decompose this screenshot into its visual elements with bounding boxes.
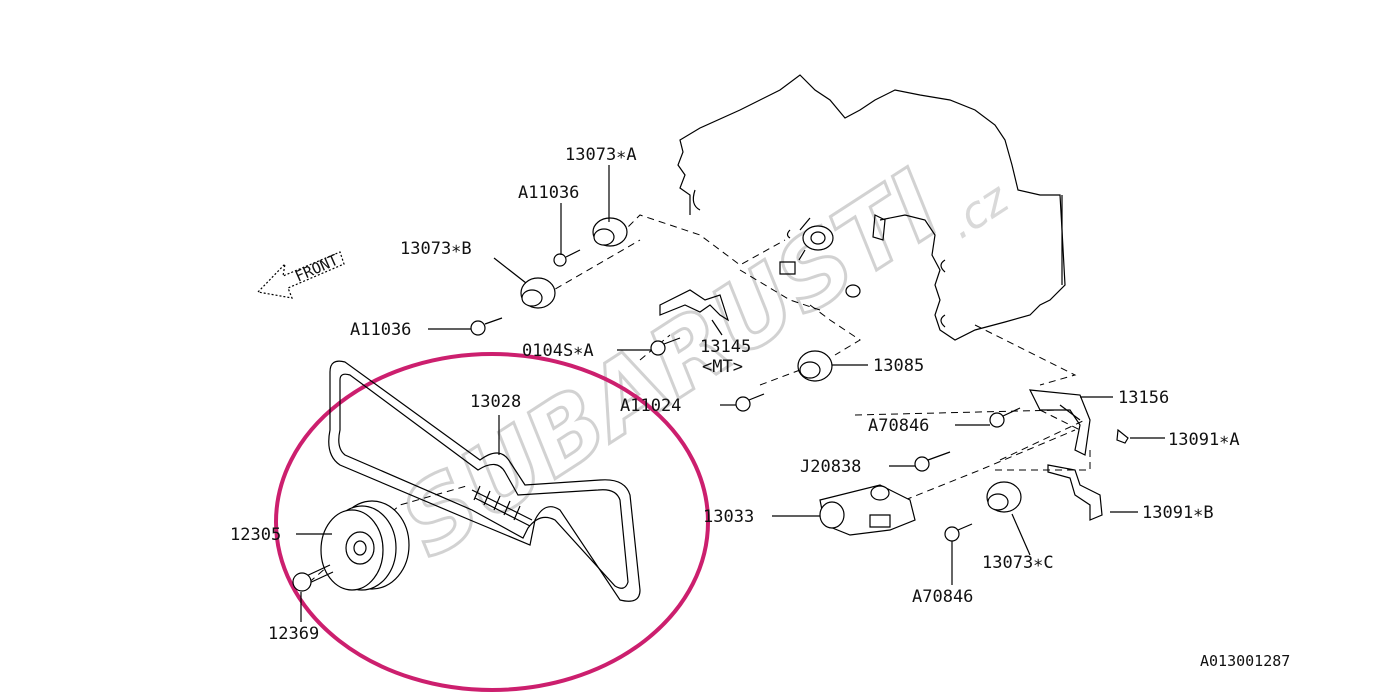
label-0104s: 0104S∗A bbox=[522, 341, 594, 361]
bolt-0104s bbox=[650, 337, 681, 356]
idler-13085 bbox=[797, 350, 833, 382]
idler-13073c bbox=[986, 481, 1022, 513]
label-13091a: 13091∗A bbox=[1168, 430, 1240, 450]
label-13156: 13156 bbox=[1118, 388, 1169, 408]
clip-13091a bbox=[1116, 428, 1129, 444]
label-12369: 12369 bbox=[268, 624, 319, 644]
callouts: 13073∗A A11036 13073∗B A11036 0104S∗A 13… bbox=[230, 145, 1240, 644]
belt-teeth bbox=[471, 485, 533, 527]
front-label: FRONT bbox=[292, 251, 341, 286]
bolt-a11036-top bbox=[553, 249, 581, 267]
label-a70846-top: A70846 bbox=[868, 416, 929, 436]
idler-13073a bbox=[592, 217, 628, 247]
reference-lines bbox=[299, 214, 1091, 591]
rod-13091b bbox=[1047, 464, 1103, 521]
label-a70846-bot: A70846 bbox=[912, 587, 973, 607]
label-mt: <MT> bbox=[702, 357, 743, 377]
bracket-13156 bbox=[1028, 389, 1091, 456]
bolt-a70846-bot bbox=[944, 523, 973, 542]
label-13073b: 13073∗B bbox=[400, 239, 472, 259]
drawing-number: A013001287 bbox=[1200, 652, 1290, 670]
crank-bolt bbox=[292, 564, 334, 592]
bolt-a70846-top bbox=[989, 407, 1021, 428]
label-13033: 13033 bbox=[703, 507, 754, 527]
tensioner-13033 bbox=[819, 484, 916, 536]
bolt-a11036-mid bbox=[470, 317, 503, 336]
label-13085: 13085 bbox=[873, 356, 924, 376]
leader-lines bbox=[296, 165, 1165, 622]
label-j20838: J20838 bbox=[800, 457, 861, 477]
front-arrow: FRONT bbox=[256, 251, 345, 299]
cover-13145 bbox=[659, 289, 730, 322]
label-13091b: 13091∗B bbox=[1142, 503, 1214, 523]
label-13028: 13028 bbox=[470, 392, 521, 412]
label-a11036-top: A11036 bbox=[518, 183, 579, 203]
label-13145: 13145 bbox=[700, 337, 751, 357]
idler-13073b bbox=[520, 277, 556, 309]
label-12305: 12305 bbox=[230, 525, 281, 545]
label-13073c: 13073∗C bbox=[982, 553, 1054, 573]
bolt-j20838 bbox=[914, 451, 951, 472]
label-13073a: 13073∗A bbox=[565, 145, 637, 165]
label-a11024: A11024 bbox=[620, 396, 681, 416]
timing-belt bbox=[328, 360, 641, 602]
label-a11036-mid: A11036 bbox=[350, 320, 411, 340]
bolt-a11024 bbox=[735, 393, 765, 412]
highlight-circle bbox=[274, 352, 710, 692]
crank-pulley bbox=[320, 500, 410, 591]
front-arrow-icon bbox=[256, 251, 345, 299]
engine-block bbox=[677, 74, 1066, 341]
